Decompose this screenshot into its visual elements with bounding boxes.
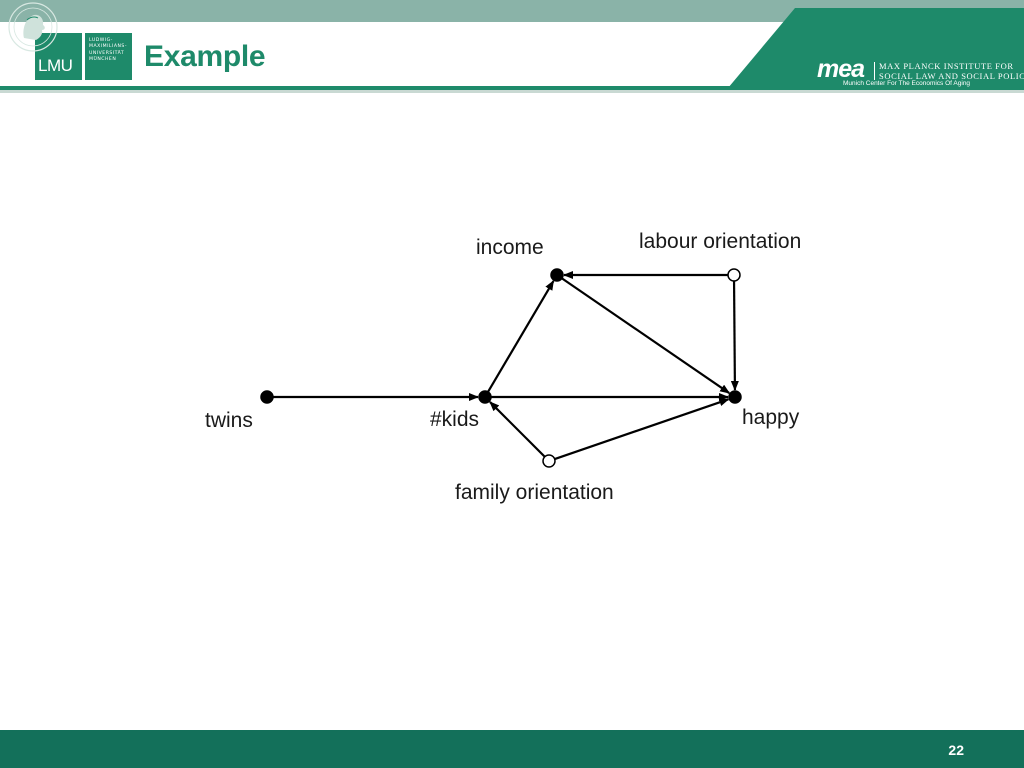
graph-edges — [273, 271, 739, 461]
lmu-logo-text-box: LUDWIG- MAXIMILIANS- UNIVERSITÄT MÜNCHEN — [85, 33, 132, 80]
node-income — [550, 268, 564, 282]
mea-institute-line: SOCIAL LAW AND SOCIAL POLICY — [879, 71, 1024, 81]
lmu-logo-line: MAXIMILIANS- — [89, 44, 127, 50]
node-labour — [727, 268, 741, 282]
slide-footer: 22 — [0, 730, 1024, 768]
mea-institute-line: MAX PLANCK INSTITUTE FOR — [879, 61, 1014, 71]
node-happy — [728, 390, 742, 404]
node-label-family-orientation: family orientation — [455, 481, 614, 504]
mea-logo-separator — [874, 62, 875, 80]
node-label-labour-orientation: labour orientation — [639, 230, 802, 253]
slide-header: LMU LUDWIG- MAXIMILIANS- UNIVERSITÄT MÜN… — [0, 0, 1024, 95]
lmu-logo-mark-box: LMU — [35, 33, 82, 80]
edge-kids-to-income — [487, 280, 555, 393]
lmu-logo-mark: LMU — [38, 56, 73, 75]
edge-family-to-happy — [554, 398, 730, 461]
node-label-twins: twins — [205, 409, 253, 432]
header-background — [0, 0, 1024, 93]
node-twins — [260, 390, 274, 404]
lmu-logo-line: UNIVERSITÄT — [89, 50, 125, 56]
node-label-income: income — [476, 236, 544, 259]
lmu-logo-line: MÜNCHEN — [89, 56, 117, 62]
edge-labour-to-happy — [730, 280, 739, 392]
lmu-logo-line: LUDWIG- — [89, 38, 113, 43]
node-label-kids: #kids — [430, 408, 480, 431]
slide-title: Example — [144, 40, 266, 73]
node-family — [542, 454, 556, 468]
mea-logo-word: mea — [817, 55, 865, 83]
mea-logo-subtitle: Munich Center For The Economics Of Aging — [843, 80, 971, 87]
lmu-logo: LMU LUDWIG- MAXIMILIANS- UNIVERSITÄT MÜN… — [35, 33, 132, 80]
mea-logo-institute: MAX PLANCK INSTITUTE FOR SOCIAL LAW AND … — [879, 61, 1024, 81]
edge-family-to-kids — [489, 401, 546, 458]
node-kids — [478, 390, 492, 404]
edge-income-to-happy — [561, 277, 731, 394]
page-number: 22 — [948, 742, 964, 758]
max-planck-seal-icon — [8, 2, 58, 52]
node-label-happy: happy — [742, 406, 800, 429]
graph-nodes — [260, 268, 742, 468]
